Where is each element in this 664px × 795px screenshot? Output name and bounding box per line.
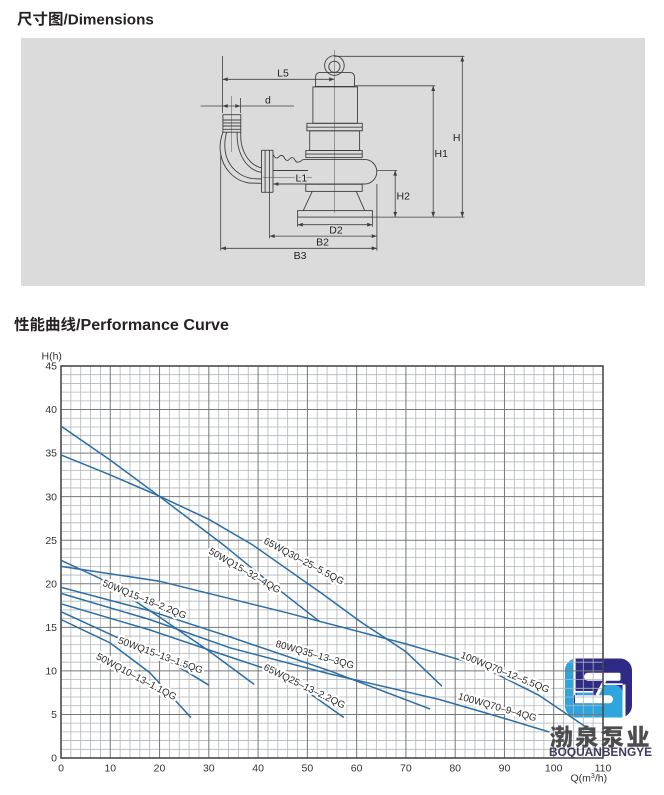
svg-text:50: 50: [302, 763, 314, 775]
svg-text:/Dimensions: /Dimensions: [64, 12, 154, 29]
svg-text:BOQUANBENGYE: BOQUANBENGYE: [549, 745, 652, 759]
svg-text:H1: H1: [435, 148, 449, 160]
svg-text:110: 110: [595, 763, 612, 775]
svg-text:H(h): H(h): [42, 351, 62, 363]
svg-text:B3: B3: [294, 250, 307, 262]
svg-text:L5: L5: [277, 68, 289, 80]
svg-text:L1: L1: [296, 173, 308, 185]
svg-text:15: 15: [45, 622, 57, 634]
svg-text:90: 90: [499, 763, 511, 775]
svg-text:10: 10: [45, 666, 57, 678]
svg-text:10: 10: [104, 763, 116, 775]
svg-text:H: H: [453, 132, 461, 144]
svg-text:5: 5: [51, 709, 57, 721]
svg-text:B3: B3: [294, 250, 307, 262]
svg-text:45: 45: [45, 361, 57, 373]
svg-text:30: 30: [45, 491, 57, 503]
svg-text:0: 0: [58, 763, 64, 775]
svg-text:40: 40: [252, 763, 264, 775]
svg-text:/Performance Curve: /Performance Curve: [76, 316, 229, 334]
svg-text:40: 40: [45, 404, 57, 416]
svg-text:70: 70: [400, 763, 412, 775]
svg-text:0: 0: [51, 753, 57, 765]
svg-text:100: 100: [545, 763, 563, 775]
svg-text:20: 20: [154, 763, 166, 775]
svg-text:d: d: [265, 95, 271, 107]
svg-text:B2: B2: [316, 237, 329, 249]
svg-text:L1: L1: [296, 173, 308, 185]
svg-text:H2: H2: [397, 191, 411, 203]
svg-text:Q(m3/h): Q(m3/h): [571, 773, 608, 785]
svg-text:B2: B2: [316, 237, 329, 249]
svg-text:30: 30: [203, 763, 215, 775]
svg-text:D2: D2: [329, 225, 343, 237]
svg-text:25: 25: [45, 535, 57, 547]
svg-text:35: 35: [45, 448, 57, 460]
svg-text:d: d: [265, 95, 271, 107]
svg-text:20: 20: [45, 578, 57, 590]
svg-text:D2: D2: [329, 225, 343, 237]
svg-text:60: 60: [351, 763, 363, 775]
svg-text:80: 80: [449, 763, 461, 775]
